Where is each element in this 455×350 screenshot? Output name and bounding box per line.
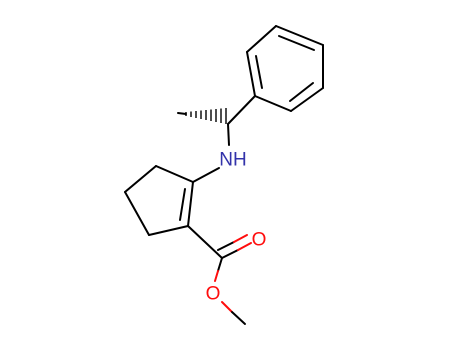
carbonyl-oxygen-label: O	[252, 230, 267, 251]
phenyl-bond	[246, 25, 277, 53]
phenyl-bond	[275, 25, 324, 46]
carbonyl-bond	[217, 234, 252, 259]
ring-bond	[124, 165, 157, 193]
phenyl-bond	[290, 87, 324, 112]
phenyl-ring	[246, 25, 324, 112]
n-ring-bond	[192, 167, 220, 183]
benzyl-bond	[227, 95, 256, 125]
phenyl-double-bond	[278, 35, 315, 51]
ring-double-bond	[179, 188, 186, 221]
nitrogen-label: NH	[219, 150, 246, 171]
phenyl-bond	[254, 95, 292, 112]
phenyl-double-bond	[255, 55, 263, 89]
ring-bond	[155, 165, 194, 183]
ester-single-bond	[214, 257, 223, 282]
cyclopentene-ring	[124, 165, 194, 236]
phenyl-bond	[246, 51, 256, 97]
ch-n-bond	[227, 123, 230, 146]
chiral-center	[177, 95, 256, 146]
ring-ester-bond	[187, 225, 223, 259]
phenyl-double-bond	[289, 82, 314, 102]
methyl-stub	[177, 112, 187, 115]
ring-bond	[187, 181, 194, 227]
ester-oxygen-label: O	[206, 284, 221, 305]
hashed-wedge-bond	[185, 108, 227, 124]
ring-bond	[148, 225, 189, 236]
methoxy-bond	[221, 301, 246, 325]
ring-bond	[124, 191, 150, 236]
